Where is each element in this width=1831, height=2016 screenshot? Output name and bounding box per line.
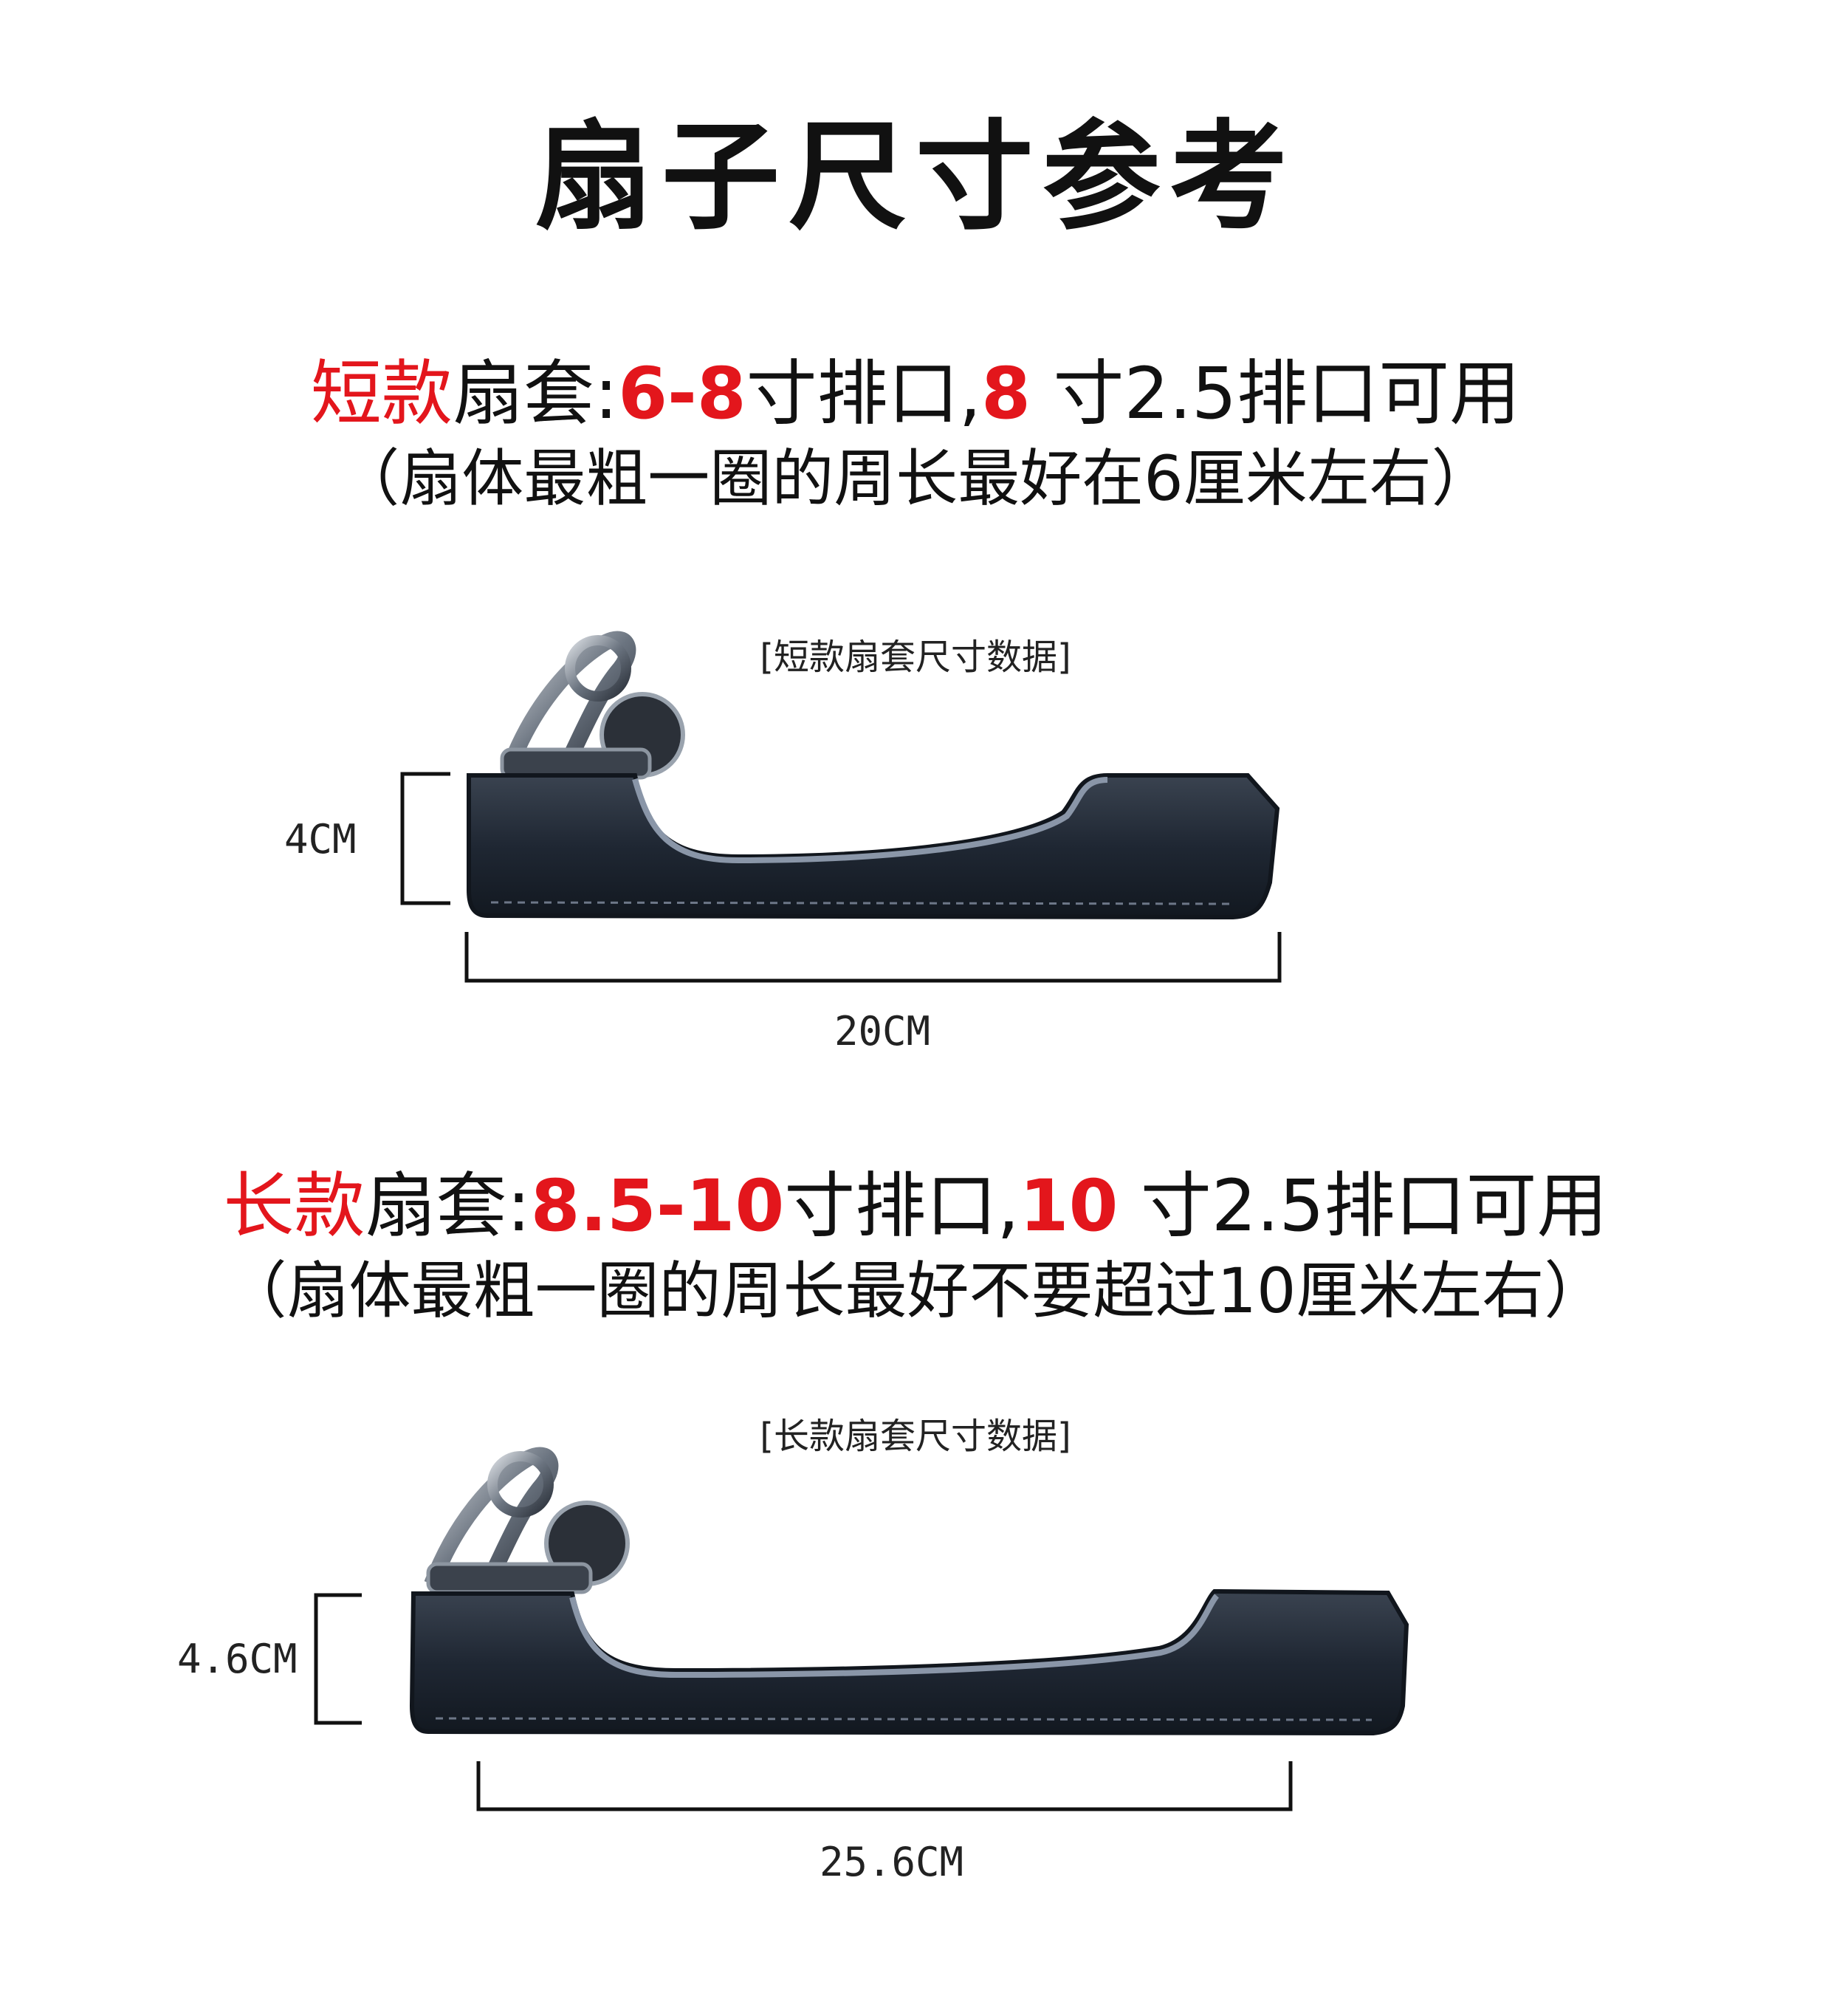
long-range: 8.5-10 xyxy=(530,1165,785,1247)
short-range: 6-8 xyxy=(618,352,746,435)
long-n: 10 xyxy=(1019,1165,1119,1247)
page-title: 扇子尺寸参考 xyxy=(534,108,1296,246)
short-width-label: 20CM xyxy=(834,1008,931,1055)
long-unit: 寸排口, xyxy=(784,1165,1020,1247)
short-height-bracket xyxy=(400,772,450,905)
short-n: 8 xyxy=(981,352,1031,435)
long-width-bracket xyxy=(476,1761,1293,1811)
short-height-label: 4CM xyxy=(284,816,357,863)
short-label: 短款 xyxy=(310,352,453,435)
long-width-label: 25.6CM xyxy=(820,1839,964,1885)
long-height-bracket xyxy=(314,1593,362,1725)
long-fan-case-image xyxy=(409,1447,1409,1736)
long-clasp-icon xyxy=(424,1447,630,1594)
long-caption: [长款扇套尺寸数据] xyxy=(760,1416,1071,1457)
short-width-bracket xyxy=(464,932,1282,983)
short-note: （扇体最粗一圈的周长最好在6厘米左右） xyxy=(337,442,1494,515)
short-caption: [短款扇套尺寸数据] xyxy=(760,637,1071,678)
short-heading: 短款扇套:6-8寸排口,8 寸2.5排口可用 xyxy=(0,353,1831,434)
short-tail: 寸2.5排口可用 xyxy=(1030,352,1521,435)
short-mid: 扇套: xyxy=(452,352,619,435)
long-note: （扇体最粗一圈的周长最好不要超过10厘米左右） xyxy=(224,1255,1607,1327)
long-label: 长款 xyxy=(223,1165,365,1247)
long-height-label: 4.6CM xyxy=(177,1636,298,1682)
long-heading: 长款扇套:8.5-10寸排口,10 寸2.5排口可用 xyxy=(0,1165,1831,1247)
short-fan-case-image xyxy=(467,631,1280,920)
long-mid: 扇套: xyxy=(365,1165,531,1247)
short-unit: 寸排口, xyxy=(746,352,982,435)
short-clasp-icon xyxy=(500,631,685,780)
long-tail: 寸2.5排口可用 xyxy=(1118,1165,1608,1247)
